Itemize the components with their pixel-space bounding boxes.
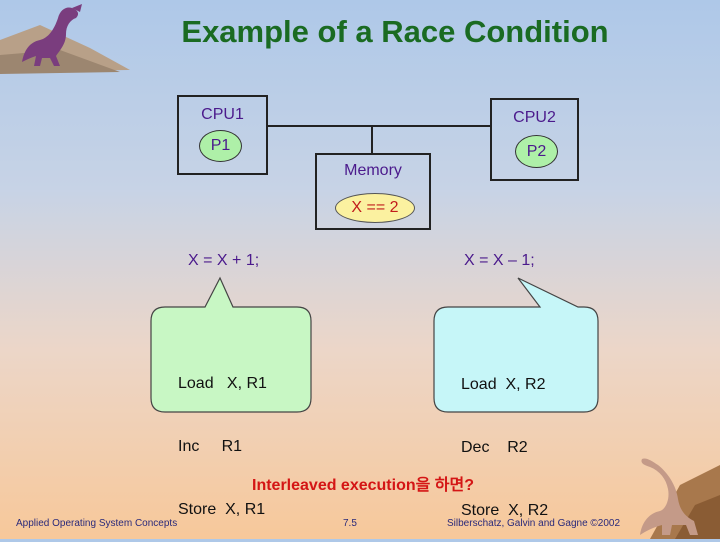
right-code-line: Load X, R2 bbox=[461, 376, 546, 393]
left-expression: X = X + 1; bbox=[188, 252, 260, 269]
left-code-line: Load X, R1 bbox=[178, 375, 267, 392]
left-code-line: Inc R1 bbox=[178, 438, 243, 455]
cpu1-box: CPU1 P1 bbox=[177, 95, 268, 175]
memory-box: Memory X == 2 bbox=[315, 153, 431, 230]
right-code-line: Dec R2 bbox=[461, 439, 528, 456]
memory-label: Memory bbox=[344, 162, 402, 179]
footer-page-number: 7.5 bbox=[343, 518, 357, 529]
right-expression: X = X – 1; bbox=[464, 252, 535, 269]
memory-value-oval: X == 2 bbox=[335, 193, 415, 223]
dinosaur-bottom-right-icon bbox=[640, 458, 720, 539]
right-code-line: Store X, R2 bbox=[461, 502, 549, 519]
footer-course-title: Applied Operating System Concepts bbox=[16, 518, 178, 529]
left-speech-bubble bbox=[150, 276, 312, 413]
left-code-block: Load X, R1 Inc R1 Store X, R1 bbox=[178, 331, 267, 541]
slide-title: Example of a Race Condition bbox=[181, 14, 609, 49]
dinosaur-top-left-icon bbox=[0, 4, 130, 74]
left-code-line: Store X, R1 bbox=[178, 501, 266, 518]
cpu1-label: CPU1 bbox=[201, 106, 244, 123]
p1-process-oval: P1 bbox=[199, 130, 242, 162]
right-code-block: Load X, R2 Dec R2 Store X, R2 bbox=[461, 332, 548, 542]
interleaved-question: Interleaved execution을 하면? bbox=[252, 477, 474, 494]
cpu2-box: CPU2 P2 bbox=[490, 98, 579, 181]
cpu2-label: CPU2 bbox=[513, 109, 556, 126]
right-speech-bubble bbox=[433, 277, 599, 413]
footer-authors: Silberschatz, Galvin and Gagne ©2002 bbox=[447, 518, 621, 529]
p2-process-oval: P2 bbox=[515, 135, 558, 168]
